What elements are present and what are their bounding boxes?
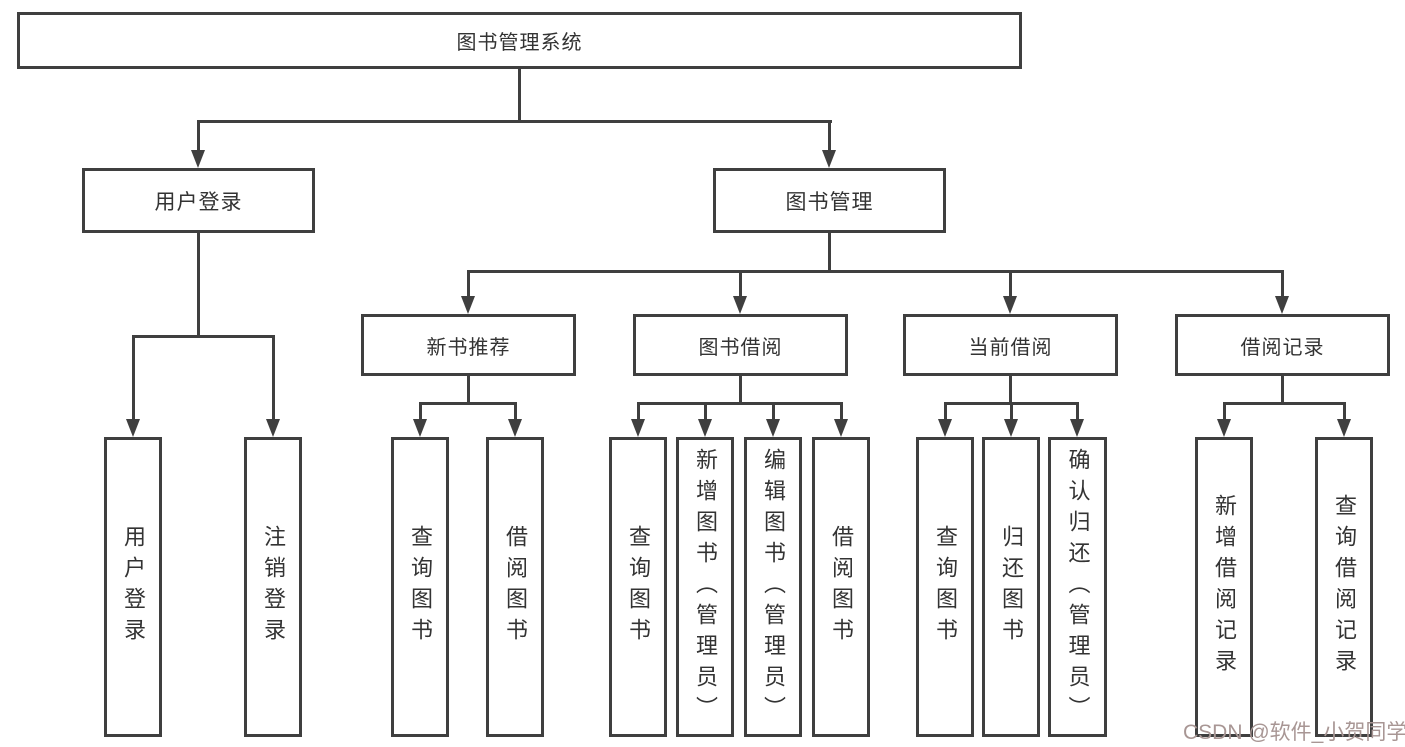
- connector-line: [419, 402, 517, 405]
- arrowhead-icon: [834, 419, 848, 437]
- node-label: 确认归还（管理员）: [1065, 447, 1091, 727]
- leaf-confirm-return-admin: 确认归还（管理员）: [1048, 437, 1107, 737]
- connector-line: [197, 120, 832, 123]
- leaf-query-books-borrow: 查询图书: [609, 437, 667, 737]
- node-borrowing-records: 借阅记录: [1175, 314, 1390, 376]
- node-label: 新增图书（管理员）: [693, 447, 718, 727]
- node-label: 编辑图书（管理员）: [761, 447, 786, 727]
- connector-line: [828, 233, 831, 273]
- node-label: 图书借阅: [698, 336, 783, 359]
- arrowhead-icon: [1275, 296, 1289, 314]
- arrowhead-icon: [631, 419, 645, 437]
- connector-line: [514, 402, 517, 423]
- connector-line: [467, 270, 470, 298]
- arrowhead-icon: [733, 296, 747, 314]
- leaf-query-books-recommend: 查询图书: [391, 437, 449, 737]
- arrowhead-icon: [1003, 296, 1017, 314]
- connector-line: [132, 335, 275, 338]
- arrowhead-icon: [508, 419, 522, 437]
- connector-line: [1009, 376, 1012, 405]
- node-label: 当前借阅: [968, 336, 1053, 359]
- connector-line: [132, 335, 135, 421]
- leaf-borrow-books-recommend: 借阅图书: [486, 437, 544, 737]
- connector-line: [739, 270, 742, 298]
- node-label: 查询图书: [408, 525, 433, 649]
- connector-line: [840, 402, 843, 423]
- connector-line: [1076, 402, 1079, 423]
- node-label: 查询图书: [626, 525, 651, 649]
- connector-line: [1223, 402, 1346, 405]
- connector-line: [1281, 376, 1284, 405]
- csdn-watermark: CSDN @软件_小贺同学: [1183, 721, 1405, 744]
- node-label: 用户登录: [154, 190, 243, 214]
- connector-line: [1281, 270, 1284, 298]
- node-label: 新书推荐: [426, 336, 511, 359]
- leaf-add-books-admin: 新增图书（管理员）: [676, 437, 734, 737]
- connector-line: [772, 402, 775, 423]
- leaf-return-books: 归还图书: [982, 437, 1040, 737]
- leaf-logout: 注销登录: [244, 437, 302, 737]
- leaf-query-books-current: 查询图书: [916, 437, 974, 737]
- node-label: 新增借阅记录: [1212, 494, 1237, 680]
- connector-line: [637, 402, 640, 423]
- arrowhead-icon: [766, 419, 780, 437]
- node-label: 借阅记录: [1240, 336, 1325, 359]
- node-library-management-system: 图书管理系统: [17, 12, 1022, 69]
- connector-line: [467, 376, 470, 405]
- arrowhead-icon: [1004, 419, 1018, 437]
- connector-line: [704, 402, 707, 423]
- node-label: 借阅图书: [829, 525, 854, 649]
- node-label: 归还图书: [999, 525, 1024, 649]
- leaf-add-borrow-record: 新增借阅记录: [1195, 437, 1253, 737]
- arrowhead-icon: [191, 150, 205, 168]
- node-label: 查询图书: [933, 525, 958, 649]
- connector-line: [272, 335, 275, 421]
- node-label: 图书管理系统: [456, 32, 583, 54]
- node-label: 注销登录: [261, 525, 286, 649]
- node-user-login: 用户登录: [82, 168, 315, 233]
- arrowhead-icon: [266, 419, 280, 437]
- connector-line: [1010, 402, 1013, 423]
- arrowhead-icon: [698, 419, 712, 437]
- connector-line: [197, 120, 200, 152]
- leaf-user-login: 用户登录: [104, 437, 162, 737]
- connector-line: [1343, 402, 1346, 423]
- connector-line: [1223, 402, 1226, 423]
- connector-line: [828, 120, 831, 152]
- node-label: 借阅图书: [503, 525, 528, 649]
- arrowhead-icon: [1337, 419, 1351, 437]
- connector-line: [518, 69, 521, 122]
- arrowhead-icon: [1217, 419, 1231, 437]
- connector-line: [419, 402, 422, 423]
- arrowhead-icon: [461, 296, 475, 314]
- node-current-borrowing: 当前借阅: [903, 314, 1118, 376]
- arrowhead-icon: [938, 419, 952, 437]
- arrowhead-icon: [822, 150, 836, 168]
- arrowhead-icon: [1070, 419, 1084, 437]
- node-book-management: 图书管理: [713, 168, 946, 233]
- connector-line: [467, 270, 1284, 273]
- node-book-borrowing: 图书借阅: [633, 314, 848, 376]
- node-label: 查询借阅记录: [1332, 494, 1357, 680]
- leaf-edit-books-admin: 编辑图书（管理员）: [744, 437, 802, 737]
- node-label: 用户登录: [121, 525, 146, 649]
- connector-line: [739, 376, 742, 405]
- connector-line: [197, 233, 200, 338]
- arrowhead-icon: [126, 419, 140, 437]
- arrowhead-icon: [413, 419, 427, 437]
- connector-line: [637, 402, 843, 405]
- connector-line: [944, 402, 947, 423]
- node-label: 图书管理: [785, 190, 874, 214]
- leaf-query-borrow-record: 查询借阅记录: [1315, 437, 1373, 737]
- connector-line: [1009, 270, 1012, 298]
- leaf-borrow-books: 借阅图书: [812, 437, 870, 737]
- node-new-book-recommendation: 新书推荐: [361, 314, 576, 376]
